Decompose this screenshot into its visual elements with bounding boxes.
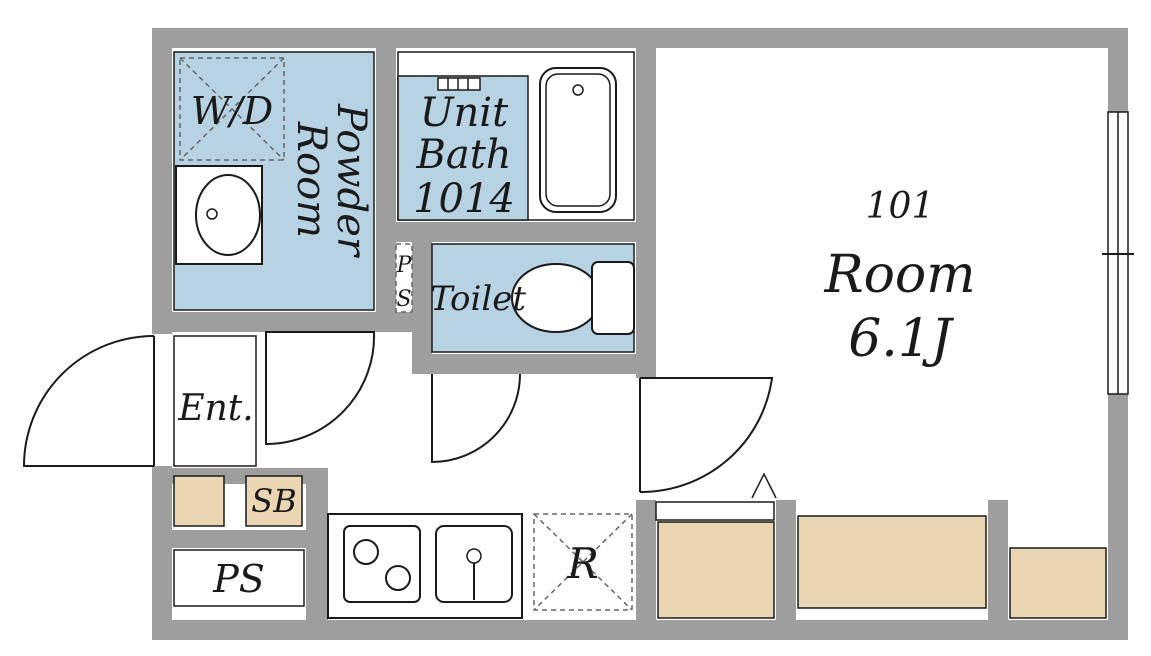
- room-door-swing: [639, 377, 774, 494]
- bathtub-drain: [572, 84, 584, 96]
- washer-dryer-cross-2: [179, 57, 285, 161]
- pipe-space-small-label-1: P: [396, 253, 413, 278]
- toilet-label: Toilet: [430, 279, 526, 319]
- partition-wall-powder-bath: [376, 48, 396, 318]
- refrigerator-cross-1: [533, 513, 633, 611]
- stove-burner-1: [353, 539, 379, 565]
- closet-2: [797, 515, 987, 609]
- partition-wall-toilet-left: [412, 242, 432, 374]
- pipe-space-label: PS: [212, 557, 265, 601]
- partition-wall-kitchen-left: [306, 468, 328, 620]
- room-number: 101: [866, 186, 935, 227]
- partition-wall-powder-bottom: [172, 312, 412, 332]
- shoe-box-label: SB: [251, 482, 296, 520]
- room-label: Room: [823, 245, 975, 305]
- basin-bowl: [195, 174, 261, 256]
- powder-room-label: Powder Room: [288, 103, 374, 259]
- entrance-label: Ent.: [177, 388, 253, 429]
- storage-entry: [173, 475, 225, 527]
- powder-door-swing: [265, 331, 376, 446]
- washer-dryer-label: W/D: [191, 89, 273, 133]
- refrigerator-space: [533, 513, 633, 611]
- partition-wall-toilet-bottom: [412, 354, 636, 374]
- powder-room-label-line1: Powder: [328, 103, 374, 259]
- closet-1-rail: [655, 501, 775, 521]
- washer-dryer-space: [179, 57, 285, 161]
- unit-bath-label-line3: 1014: [413, 176, 515, 222]
- entrance-door-swing: [22, 335, 155, 467]
- bathtub-inner: [545, 73, 611, 207]
- refrigerator-cross-2: [533, 513, 633, 611]
- powder-room-label-line2: Room: [288, 121, 334, 238]
- unit-bath-label-line1: Unit: [420, 90, 509, 136]
- unit-bath-area: [397, 75, 529, 221]
- room-size: 6.1J: [848, 309, 955, 369]
- door-stop-marker: [751, 472, 777, 499]
- partition-wall-main-lower: [636, 500, 656, 620]
- shoe-box: [245, 475, 303, 527]
- pipe-space: [173, 549, 305, 607]
- unit-bath-label-line2: Bath: [415, 132, 511, 178]
- partition-wall-closet-2: [988, 500, 1008, 620]
- basin-drain: [206, 208, 218, 220]
- bath-faucet: [437, 77, 481, 91]
- partition-wall-bath-toilet: [396, 222, 636, 242]
- entrance-area: [173, 335, 257, 467]
- partition-wall-closet-1: [776, 500, 796, 620]
- pipe-space-small-label-2: S: [396, 287, 411, 312]
- stove: [343, 525, 421, 603]
- pipe-space-small: [395, 243, 413, 313]
- closet-1: [657, 521, 775, 619]
- partition-wall-ps: [172, 530, 306, 548]
- toilet-tank: [591, 261, 635, 335]
- toilet-door-swing: [431, 373, 521, 464]
- stove-burner-2: [385, 565, 411, 591]
- partition-wall-main: [636, 48, 656, 378]
- closet-3: [1009, 547, 1107, 619]
- sink-drain: [466, 548, 482, 564]
- refrigerator-label: R: [566, 539, 599, 588]
